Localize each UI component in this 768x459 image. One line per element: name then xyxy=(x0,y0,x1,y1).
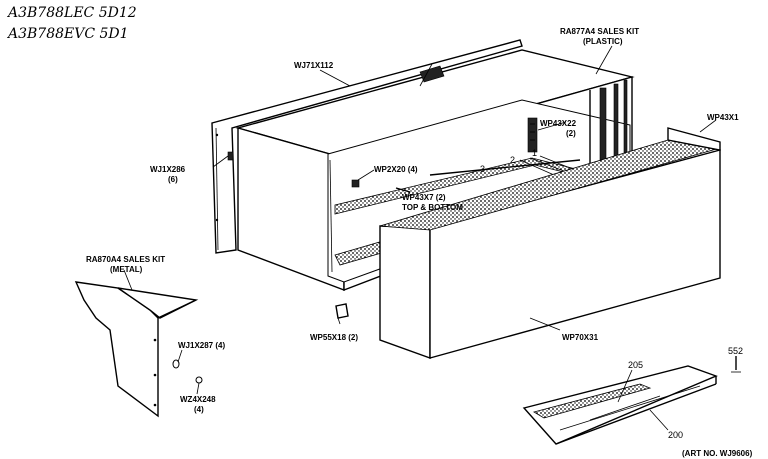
label-wp43x22: WP43X22 xyxy=(540,119,577,128)
label-wp55x18: WP55X18 (2) xyxy=(310,333,358,342)
slot-number-1: 1 xyxy=(532,148,537,158)
handwritten-model-1: A3B788LEC 5D12 xyxy=(6,5,137,21)
wp43x22-bracket xyxy=(527,117,538,153)
wp2x20-part xyxy=(351,169,375,188)
slot-number-2: 2 xyxy=(510,155,515,165)
label-wp43x7-line1: WP43X7 (2) xyxy=(402,193,446,202)
wz4x248-nut xyxy=(195,376,203,395)
screw-552 xyxy=(731,356,741,373)
label-wp43x22-qty: (2) xyxy=(566,129,576,138)
front-panel-wp70x31 xyxy=(379,127,721,359)
metal-side-panel-ra870a4 xyxy=(74,269,199,418)
label-wp70x31: WP70X31 xyxy=(562,333,599,342)
wp55x18-bracket xyxy=(335,303,349,325)
label-wp43x7-line2: TOP & BOTTOM xyxy=(402,203,463,212)
leader-lines xyxy=(319,45,717,331)
label-ra870a4-line1: RA870A4 SALES KIT xyxy=(86,255,165,264)
label-wj1x287: WJ1X287 (4) xyxy=(178,341,225,350)
label-part-552: 552 xyxy=(728,346,743,356)
label-wj1x286: WJ1X286 xyxy=(150,165,186,174)
wj1x286-screws xyxy=(212,151,234,168)
wj1x287-screw xyxy=(172,349,183,369)
handwritten-model-2: A3B788EVC 5D1 xyxy=(6,26,129,42)
label-part-200: 200 xyxy=(668,430,683,440)
label-wz4x248-qty: (4) xyxy=(194,405,204,414)
label-wj1x286-qty: (6) xyxy=(168,175,178,184)
label-wj71x112: WJ71X112 xyxy=(294,61,334,70)
slot-number-3: 3 xyxy=(480,164,485,174)
wp43x7-clip xyxy=(395,187,411,197)
rear-flange-frame xyxy=(211,39,523,254)
label-part-205: 205 xyxy=(628,360,643,370)
label-ra877a4-line2: (PLASTIC) xyxy=(583,37,623,46)
label-art-number: (ART NO. WJ9606) xyxy=(682,449,753,458)
label-ra877a4-line1: RA877A4 SALES KIT xyxy=(560,27,639,36)
grille-part-200 xyxy=(522,365,718,445)
label-wp2x20: WP2X20 (4) xyxy=(374,165,418,174)
label-wz4x248: WZ4X248 xyxy=(180,395,216,404)
label-wp43x1: WP43X1 xyxy=(707,113,739,122)
label-ra870a4-line2: (METAL) xyxy=(110,265,143,274)
